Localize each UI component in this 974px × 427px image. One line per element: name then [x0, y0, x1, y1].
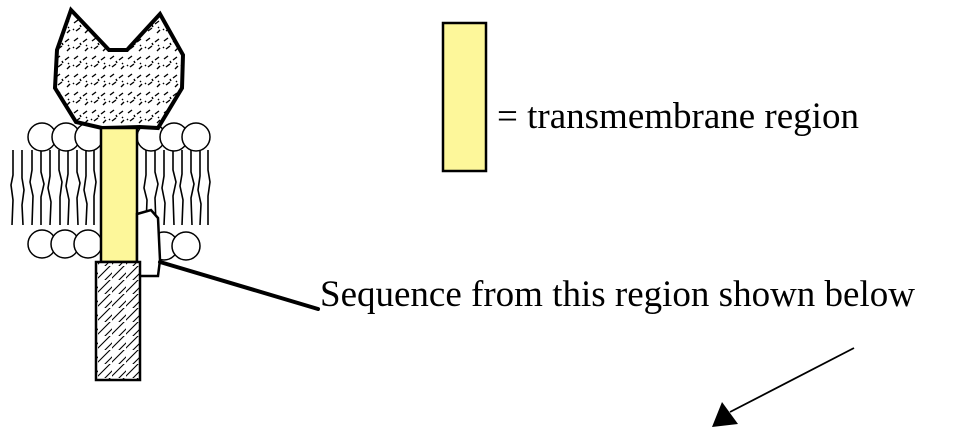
lipid-heads-bottom-left	[27, 229, 103, 259]
callout-connector	[158, 260, 320, 311]
extracellular-domain	[52, 6, 186, 131]
lipid-heads-top-left	[27, 122, 104, 152]
pointer-arrow-head	[712, 402, 738, 427]
cytoplasmic-domain	[94, 260, 142, 382]
legend-label: = transmembrane region	[497, 96, 859, 137]
lipid-tails-right	[143, 150, 211, 226]
lipid-heads-top-right	[136, 122, 211, 152]
pointer-arrow-shaft	[729, 347, 855, 413]
lipid-tails-left	[10, 150, 97, 226]
transmembrane-segment	[99, 126, 139, 264]
callout-label: Sequence from this region shown below	[320, 274, 915, 315]
legend-swatch	[441, 21, 488, 173]
